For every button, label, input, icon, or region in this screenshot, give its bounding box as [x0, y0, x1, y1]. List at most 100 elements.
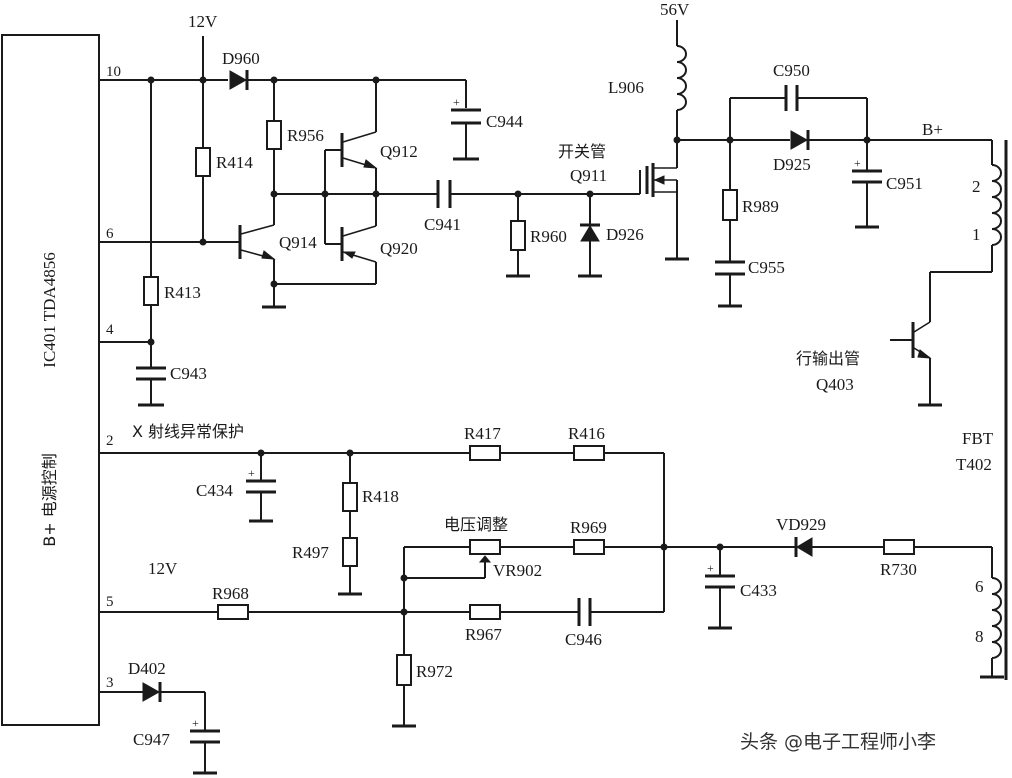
c941-label: C941	[424, 215, 461, 234]
c433-label: C433	[740, 581, 777, 600]
c951-plus: +	[854, 156, 861, 170]
r972-label: R972	[416, 662, 453, 681]
resistor-r730: R730	[880, 539, 917, 579]
l906-label: L906	[608, 78, 644, 97]
resistor-r497: R497	[292, 537, 362, 596]
top-wires	[99, 36, 640, 404]
r956-label: R956	[287, 126, 324, 145]
r497-label: R497	[292, 543, 329, 562]
q920-label: Q920	[380, 239, 418, 258]
pin5-network	[99, 611, 664, 725]
r416-label: R416	[568, 424, 605, 443]
fbt-winding-bottom: 6 8	[975, 577, 1004, 679]
resistor-r956: R956	[266, 120, 324, 150]
watermark: 头条 @电子工程师小李	[740, 731, 936, 753]
q403-label: Q403	[816, 375, 854, 394]
transistor-q914: Q914	[238, 224, 317, 309]
c947-plus: +	[192, 716, 199, 730]
vd929-label: VD929	[776, 515, 826, 534]
resistor-r414: R414	[195, 147, 253, 177]
resistor-r413: R413	[143, 276, 201, 306]
capacitor-c433: + C433	[705, 561, 777, 630]
r418-label: R418	[362, 487, 399, 506]
transistor-q403: 行输出管 Q403	[796, 321, 942, 407]
q914-label: Q914	[279, 233, 317, 252]
diode-d402: D402	[128, 659, 166, 702]
r730-label: R730	[880, 560, 917, 579]
r413-label: R413	[164, 283, 201, 302]
pin-2-label: 2	[106, 433, 114, 449]
vr902-label: VR902	[493, 561, 542, 580]
d960-label: D960	[222, 49, 260, 68]
c434-label: C434	[196, 481, 233, 500]
c434-plus: +	[248, 466, 255, 480]
pin-6-label: 6	[106, 226, 114, 242]
capacitor-c947: + C947	[133, 716, 220, 775]
q403-desc: 行输出管	[796, 349, 860, 368]
d402-label: D402	[128, 659, 166, 678]
pin3-network	[99, 691, 206, 772]
capacitor-c941: C941	[424, 180, 461, 234]
diode-vd929: VD929	[776, 515, 826, 557]
resistor-r960: R960	[506, 220, 567, 278]
capacitor-c434: + C434	[196, 466, 276, 523]
fbt-pin2-label: 2	[972, 177, 981, 196]
inductor-l906: 56V L906	[608, 0, 690, 140]
resistor-r967: R967	[465, 604, 502, 644]
r967-label: R967	[465, 625, 502, 644]
capacitor-c943: C943	[136, 364, 207, 407]
resistor-r969: R969	[570, 518, 607, 555]
capacitor-c950: C950	[773, 61, 810, 111]
v12-top-label: 12V	[188, 12, 218, 31]
resistor-r417: R417	[464, 424, 501, 461]
fbt-name: FBT	[962, 429, 994, 448]
r414-label: R414	[216, 153, 253, 172]
ic401-name: IC401 TDA4856	[40, 252, 59, 367]
c943-label: C943	[170, 364, 207, 383]
resistor-r968: R968	[212, 584, 249, 620]
pin-10-label: 10	[106, 64, 121, 80]
q912-label: Q912	[380, 142, 418, 161]
ic401-function: B+ 电源控制	[40, 453, 59, 546]
pin-4-label: 4	[106, 322, 114, 338]
c946-label: C946	[565, 630, 602, 649]
c944-label: C944	[486, 112, 523, 131]
fbt-ref: T402	[956, 455, 992, 474]
mosfet-q911: 开关管 Q911	[558, 140, 689, 261]
c433-plus: +	[707, 561, 714, 575]
r989-label: R989	[742, 197, 779, 216]
pin-3-label: 3	[106, 675, 114, 691]
pin-5-label: 5	[106, 594, 114, 610]
c944-plus: +	[453, 95, 460, 109]
v56-label: 56V	[660, 0, 690, 19]
xray-protection-note: X 射线异常保护	[132, 422, 244, 441]
capacitor-c955: C955	[715, 258, 785, 308]
capacitor-c946: C946	[565, 598, 602, 649]
potentiometer-vr902: 电压调整 VR902	[444, 515, 542, 580]
q911-desc: 开关管	[558, 142, 606, 161]
capacitor-c951: + C951	[852, 156, 923, 229]
r960-label: R960	[530, 227, 567, 246]
capacitor-c944: + C944	[451, 95, 523, 161]
fbt-pin1-label: 1	[972, 225, 981, 244]
transistor-q912: Q912	[340, 131, 418, 169]
resistor-r989: R989	[722, 189, 779, 221]
diode-d925: D925	[773, 130, 811, 174]
pin2-network	[99, 452, 665, 612]
ic401-block: IC401 TDA4856 B+ 电源控制 10 6 4 2 5 3	[1, 34, 121, 726]
diode-d960: D960	[222, 49, 260, 90]
transistor-q920: Q920	[340, 225, 418, 263]
diode-d926: D926	[578, 223, 644, 278]
resistor-r418: R418	[342, 482, 399, 512]
vr902-desc: 电压调整	[444, 515, 508, 534]
c951-label: C951	[886, 174, 923, 193]
resistor-r972: R972	[392, 654, 453, 728]
bplus-label: B+	[922, 120, 943, 139]
d925-label: D925	[773, 155, 811, 174]
c947-label: C947	[133, 730, 170, 749]
vr902-network	[403, 546, 993, 627]
c950-label: C950	[773, 61, 810, 80]
junction-dots	[147, 76, 871, 616]
fbt-pin8-label: 8	[975, 627, 984, 646]
r968-label: R968	[212, 584, 249, 603]
